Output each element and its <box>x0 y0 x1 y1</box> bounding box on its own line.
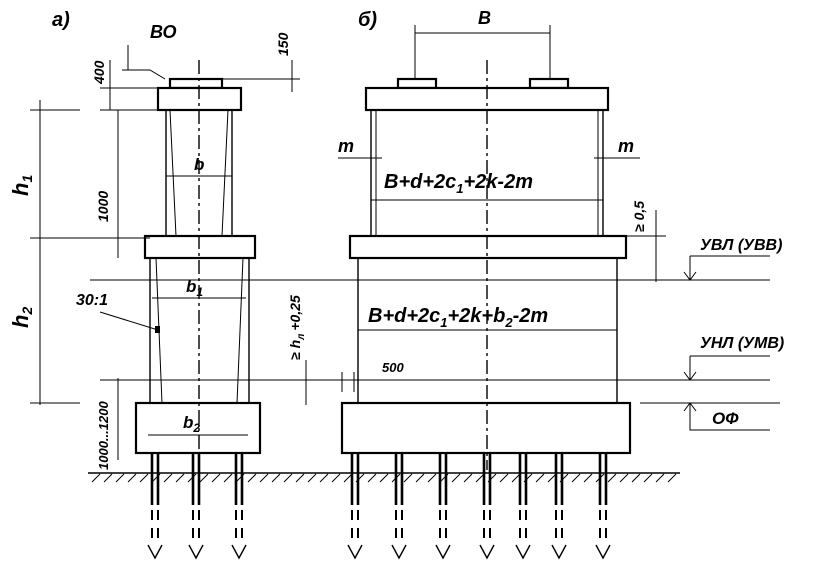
pile-b-6 <box>551 453 567 560</box>
hl-label: ≥ hл+0,25 <box>287 295 307 360</box>
middle-cap <box>143 234 257 260</box>
upper-shaft-b <box>370 110 604 236</box>
panel-b-tag: б) <box>358 9 377 31</box>
formula-bottom: B+d+2c1+2k+b2-2m <box>368 305 548 330</box>
B-label: В <box>478 8 491 28</box>
unl-label: УНЛ (УМВ) <box>700 335 784 352</box>
pile-b-7 <box>595 453 611 560</box>
m-left: m <box>338 136 354 156</box>
uvl-label: УВЛ (УВВ) <box>700 237 782 254</box>
piles-b <box>347 453 611 560</box>
of-label: ОФ <box>712 409 739 428</box>
upper-shaft <box>165 110 233 236</box>
piles-a <box>147 453 247 560</box>
bearing-plate <box>168 77 224 90</box>
ground-line <box>88 472 680 483</box>
bo-leader <box>122 69 166 80</box>
ge-05-label: ≥ 0,5 <box>631 201 647 232</box>
h1-label: h1 <box>8 175 35 196</box>
b2-label: b2 <box>183 413 200 435</box>
middle-cap-b <box>348 234 628 260</box>
pile-b-2 <box>391 453 407 560</box>
water-levels: УВЛ (УВВ) УНЛ (УМВ) ОФ <box>90 237 784 431</box>
dim-400: 400 <box>91 60 107 85</box>
b1-label: b1 <box>186 277 203 299</box>
pile-b-3 <box>435 453 451 560</box>
dim-1000-1200: 1000...1200 <box>96 401 111 470</box>
slope-label: 30:1 <box>76 292 108 309</box>
footing-b <box>340 401 632 455</box>
lower-shaft <box>149 258 250 403</box>
h2-label: h2 <box>8 307 35 328</box>
pile-b-5 <box>515 453 531 560</box>
b-label: b <box>194 155 204 174</box>
m-right: m <box>618 136 634 156</box>
pile-b-1 <box>347 453 363 560</box>
bo-label: ВО <box>150 22 177 42</box>
dim-1000: 1000 <box>95 191 111 222</box>
bearing-plate-right <box>528 77 570 90</box>
bearing-plate-left <box>396 77 438 90</box>
dim-500: 500 <box>382 360 404 375</box>
panel-b: б) В m m B+d+2c1+2k-2m B+d+2c1+2k+b2-2m <box>338 8 666 560</box>
panel-a: а) b b1 b2 <box>8 9 307 560</box>
formula-top: B+d+2c1+2k-2m <box>384 171 533 196</box>
panel-a-tag: а) <box>52 9 70 31</box>
dim-150: 150 <box>275 32 291 56</box>
pile-b-4 <box>479 453 495 560</box>
